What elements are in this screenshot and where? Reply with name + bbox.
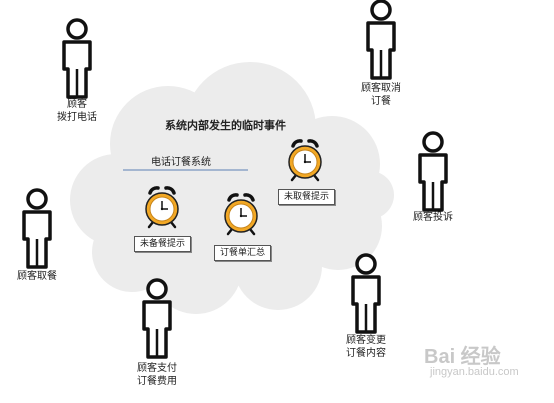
alarm-tag-unprepared: 未备餐提示	[134, 236, 192, 252]
alarm-clock-icon	[287, 139, 323, 182]
alarm-clock-icon	[223, 193, 259, 236]
customer-label-pay: 顾客支付 订餐费用	[137, 363, 177, 387]
cloud-title: 系统内部发生的临时事件	[165, 119, 286, 132]
customer-label-complaint: 顾客投诉	[413, 212, 453, 223]
alarm-clock-icon	[144, 186, 180, 229]
customer-label-cancel: 顾客取消 订餐	[361, 83, 401, 107]
alarm-tag-not-picked-up: 未取餐提示	[278, 189, 336, 205]
watermark-url: jingyan.baidu.com	[430, 366, 519, 378]
watermark-logo: Bai 经验	[424, 346, 501, 368]
alarm-tag-order-summary: 订餐单汇总	[214, 245, 272, 261]
customer-label-modify: 顾客变更 订餐内容	[346, 335, 386, 359]
customer-label-pickup: 顾客取餐	[17, 271, 57, 282]
customer-label-call: 顾客 拨打电话	[57, 99, 97, 123]
system-name: 电话订餐系统	[151, 157, 211, 168]
